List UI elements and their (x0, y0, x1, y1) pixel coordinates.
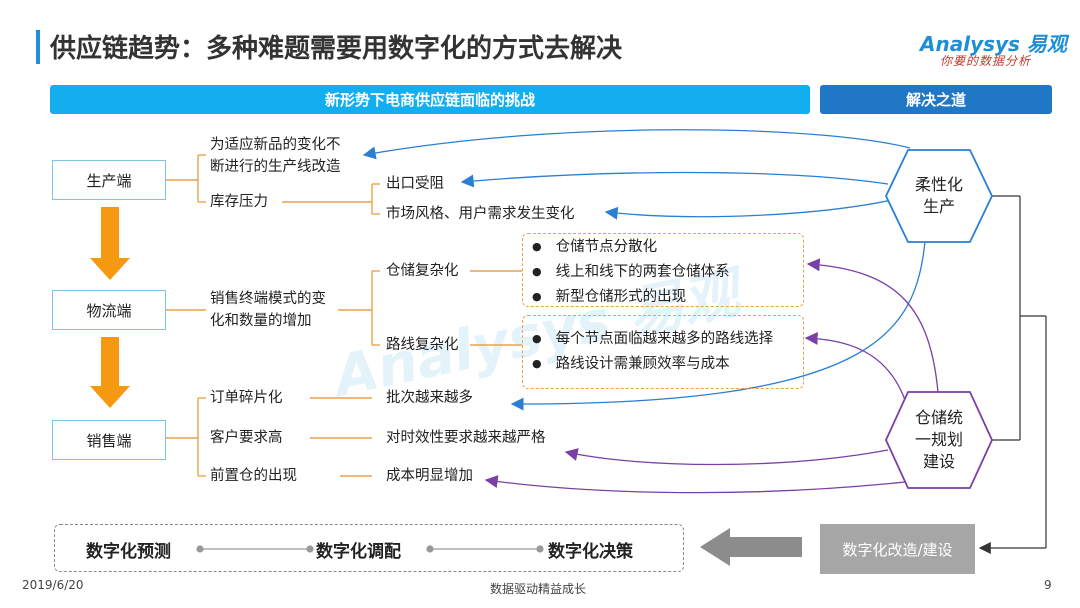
route-bullets: 每个节点面临越来越多的路线选择 路线设计需兼顾效率与成本 (532, 327, 774, 377)
warehouse-bullet-3: 新型仓储形式的出现 (532, 285, 730, 310)
flexible-label-line-2: 生产 (922, 197, 955, 216)
route-bullet-box (522, 315, 804, 389)
brand-logo: Analysys 易观 (920, 32, 1067, 56)
solutions-header: 解决之道 (820, 85, 1052, 114)
bottom-connectors (196, 545, 544, 553)
production-cause-1-line-1: 为适应新品的变化不 (210, 137, 341, 153)
warehouse-hexagon (885, 391, 993, 489)
logistics-cause: 销售终端模式的变 化和数量的增加 (210, 288, 326, 332)
production-cause-2: 库存压力 (210, 194, 268, 210)
page-number: 9 (1044, 578, 1052, 592)
warehouse-label-line-1: 仓储统 (914, 408, 963, 427)
flexible-hexagon (885, 149, 993, 243)
production-cause-1-line-2: 断进行的生产线改造 (210, 159, 341, 175)
sales-effect-2: 对时效性要求越来越严格 (386, 430, 546, 446)
logistics-cause-line-1: 销售终端模式的变 (210, 291, 326, 307)
stage-production: 生产端 (52, 160, 166, 200)
flexible-production-label: 柔性化 生产 (886, 174, 992, 218)
warehouse-arrows (484, 258, 939, 494)
warehouse-bullet-1: 仓储节点分散化 (532, 235, 730, 260)
footer-date: 2019/6/20 (22, 578, 84, 592)
warehouse-label-line-2: 一规划 (914, 430, 963, 449)
logistics-tree (166, 270, 522, 346)
warehouse-bullet-2: 线上和线下的两套仓储体系 (532, 260, 730, 285)
sales-cause-3: 前置仓的出现 (210, 468, 297, 484)
footer-slogan: 数据驱动精益成长 (490, 582, 587, 596)
warehouse-planning-label: 仓储统 一规划 建设 (886, 407, 992, 473)
production-effect-2: 市场风格、用户需求发生变化 (386, 206, 575, 222)
right-bracket (978, 195, 1047, 554)
sales-effect-3: 成本明显增加 (386, 468, 473, 484)
production-effect-1: 出口受阻 (386, 176, 444, 192)
step-forecast: 数字化预测 (86, 542, 171, 562)
production-tree (166, 154, 380, 215)
challenges-header: 新形势下电商供应链面临的挑战 (50, 85, 810, 114)
logistics-branch-route: 路线复杂化 (386, 337, 459, 353)
sales-tree (166, 397, 372, 477)
digital-steps-box (54, 524, 684, 572)
sales-effect-1: 批次越来越多 (386, 390, 473, 406)
step-allocation: 数字化调配 (316, 542, 401, 562)
stage-down-arrows (90, 207, 130, 408)
step-decision: 数字化决策 (548, 542, 633, 562)
production-cause-1: 为适应新品的变化不 断进行的生产线改造 (210, 134, 341, 178)
sales-cause-1: 订单碎片化 (210, 390, 283, 406)
big-gray-arrow (700, 528, 802, 566)
logistics-branch-warehouse: 仓储复杂化 (386, 263, 459, 279)
digital-transformation-box: 数字化改造/建设 (820, 524, 975, 574)
warehouse-bullets: 仓储节点分散化 线上和线下的两套仓储体系 新型仓储形式的出现 (532, 235, 730, 310)
brand-slogan: 你要的数据分析 (940, 54, 1032, 68)
flexible-label-line-1: 柔性化 (914, 175, 963, 194)
title-accent-bar (36, 30, 40, 64)
stage-logistics: 物流端 (52, 290, 166, 330)
logistics-cause-line-2: 化和数量的增加 (210, 313, 312, 329)
route-bullet-1: 每个节点面临越来越多的路线选择 (532, 327, 774, 352)
stage-sales: 销售端 (52, 420, 166, 460)
sales-cause-2: 客户要求高 (210, 430, 283, 446)
route-bullet-2: 路线设计需兼顾效率与成本 (532, 352, 773, 377)
page-title: 供应链趋势：多种难题需要用数字化的方式去解决 (50, 34, 623, 64)
flexible-arrows (362, 129, 926, 411)
warehouse-label-line-3: 建设 (922, 452, 955, 471)
